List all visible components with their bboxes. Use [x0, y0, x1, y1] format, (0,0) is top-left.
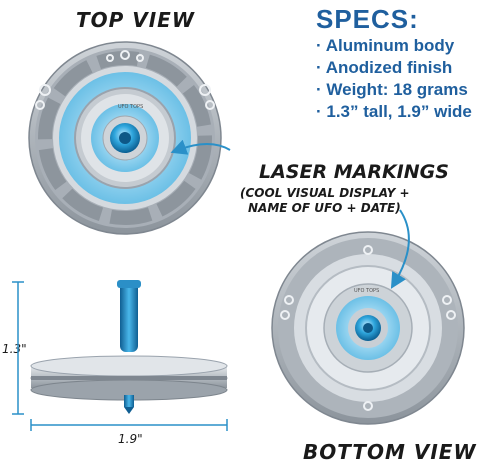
height-dimension-label: 1.3" [2, 342, 27, 356]
laser-markings-subtitle-line2: NAME OF UFO + DATE) [248, 201, 401, 215]
spec-item-body: · Aluminum body [316, 36, 455, 55]
bottom-view-disc: UFO TOPS [271, 231, 465, 425]
laser-markings-title: LASER MARKINGS [259, 161, 449, 183]
arrow-to-bottom-disc [390, 209, 410, 289]
bottom-view-label: BOTTOM VIEW [303, 440, 477, 464]
width-dimension [30, 419, 228, 431]
spec-item-finish: · Anodized finish [316, 58, 453, 77]
width-dimension-label: 1.9" [118, 432, 143, 446]
arrow-to-top-disc [170, 139, 231, 155]
bottom-engraving-text: UFO TOPS [354, 288, 379, 294]
top-view-label: TOP VIEW [76, 8, 195, 32]
top-view-disc: UFO TOPS [28, 41, 222, 235]
spec-item-size: · 1.3” tall, 1.9” wide [316, 102, 472, 121]
side-view-top [30, 280, 228, 414]
height-dimension [12, 281, 24, 415]
laser-markings-subtitle-line1: (COOL VISUAL DISPLAY + [240, 186, 410, 200]
specs-title: SPECS: [316, 4, 419, 34]
spec-item-weight: · Weight: 18 grams [316, 80, 468, 99]
top-engraving-text: UFO TOPS [118, 104, 143, 110]
